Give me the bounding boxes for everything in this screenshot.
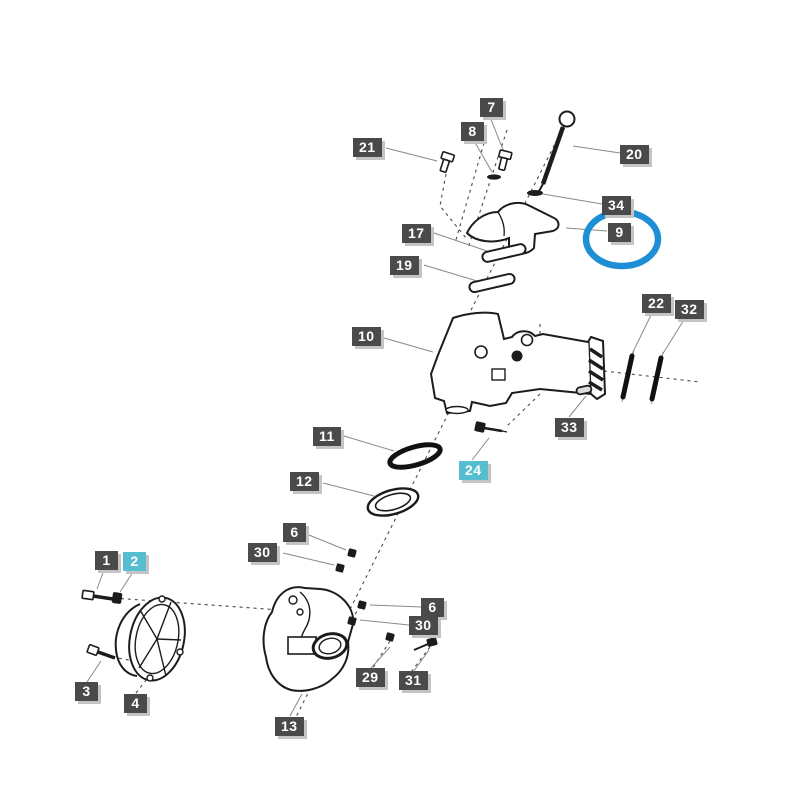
part-bolt-1: [81, 589, 114, 601]
label-2[interactable]: 2: [123, 552, 146, 571]
label-20[interactable]: 20: [620, 145, 649, 164]
label-34[interactable]: 34: [602, 196, 631, 215]
part-snap-ring-22: [620, 349, 635, 403]
label-3[interactable]: 3: [75, 682, 98, 701]
part-o-ring-12: [366, 487, 420, 517]
part-washer-34: [527, 190, 543, 196]
label-6-lower[interactable]: 6: [421, 598, 444, 617]
label-22[interactable]: 22: [642, 294, 671, 313]
part-nut-2: [111, 592, 123, 604]
part-lever-9: [465, 201, 560, 255]
label-31[interactable]: 31: [399, 671, 428, 690]
label-33[interactable]: 33: [555, 418, 584, 437]
part-housing-13: [262, 586, 355, 692]
part-bolt-7: [498, 149, 513, 172]
label-4[interactable]: 4: [124, 694, 147, 713]
label-6-upper[interactable]: 6: [283, 523, 306, 542]
leader-lines: [86, 116, 686, 717]
label-30-lower[interactable]: 30: [409, 616, 438, 635]
label-13[interactable]: 13: [275, 717, 304, 736]
part-bell-cover-4: [114, 595, 186, 682]
label-32[interactable]: 32: [675, 300, 704, 319]
label-24[interactable]: 24: [459, 461, 488, 480]
label-9[interactable]: 9: [608, 223, 631, 242]
part-gearbox-housing-10: [429, 311, 607, 415]
part-bolt-3: [86, 644, 116, 660]
part-washer-8: [487, 174, 501, 180]
label-10[interactable]: 10: [352, 327, 381, 346]
part-seal-ring-11: [387, 442, 443, 470]
label-19[interactable]: 19: [390, 256, 419, 275]
label-11[interactable]: 11: [313, 427, 341, 446]
label-21[interactable]: 21: [353, 138, 382, 157]
part-washer-19: [468, 272, 516, 294]
label-29[interactable]: 29: [356, 668, 385, 687]
part-bolt-20: [537, 110, 576, 194]
label-30-upper[interactable]: 30: [248, 543, 277, 562]
part-bolt-24: [474, 421, 508, 433]
label-1[interactable]: 1: [95, 551, 118, 570]
label-8[interactable]: 8: [461, 122, 484, 141]
part-pin-33: [575, 384, 593, 396]
label-17[interactable]: 17: [402, 224, 431, 243]
label-7[interactable]: 7: [480, 98, 503, 117]
part-washer-17: [481, 243, 527, 263]
label-12[interactable]: 12: [290, 472, 319, 491]
part-nuts-and-studs: [335, 548, 395, 642]
part-bolt-21: [439, 151, 456, 173]
part-bolt-31: [413, 637, 438, 651]
part-snap-ring-32: [649, 351, 664, 405]
